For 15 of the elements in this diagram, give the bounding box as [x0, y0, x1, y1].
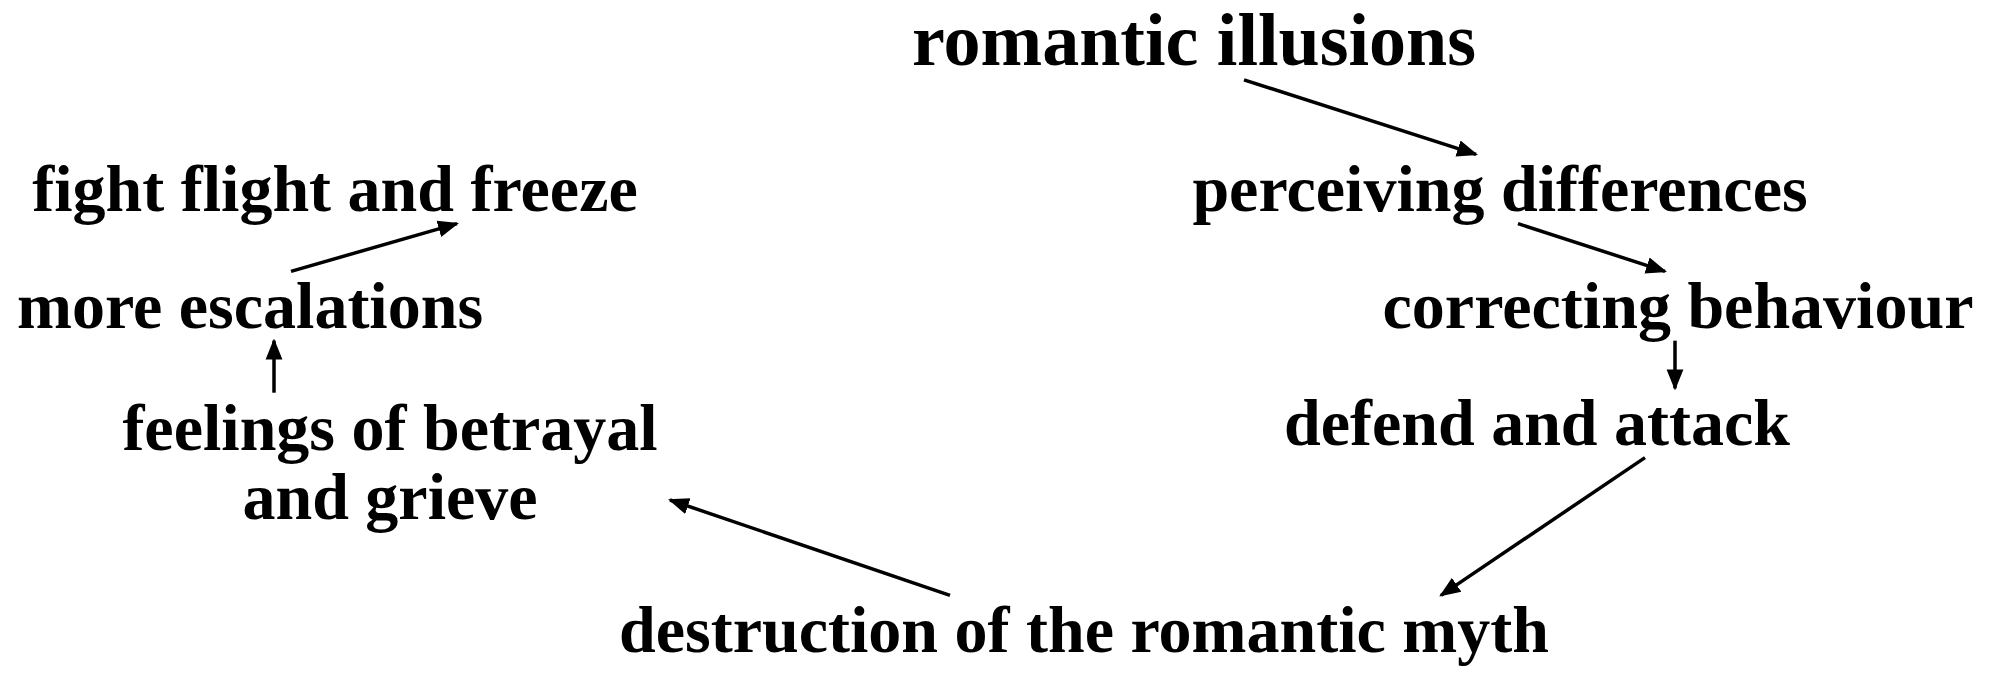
stage-label: defend and attack — [1283, 388, 1791, 458]
stage-label: more escalations — [16, 271, 484, 341]
arrow — [1517, 222, 1667, 274]
stage-label: correcting behaviour — [1382, 271, 1974, 341]
stage-label: perceiving differences — [1192, 154, 1808, 224]
stage-label: feelings of betrayal and grieve — [110, 392, 670, 532]
arrow — [1243, 78, 1478, 157]
arrow — [1439, 456, 1646, 597]
stage-label: destruction of the romantic myth — [619, 595, 1549, 665]
stage-label: fight flight and freeze — [32, 154, 638, 224]
arrow — [668, 498, 951, 597]
stage-label: romantic illusions — [912, 2, 1476, 80]
arrow — [1666, 340, 1684, 391]
arrow — [290, 220, 459, 274]
arrow — [265, 338, 283, 393]
